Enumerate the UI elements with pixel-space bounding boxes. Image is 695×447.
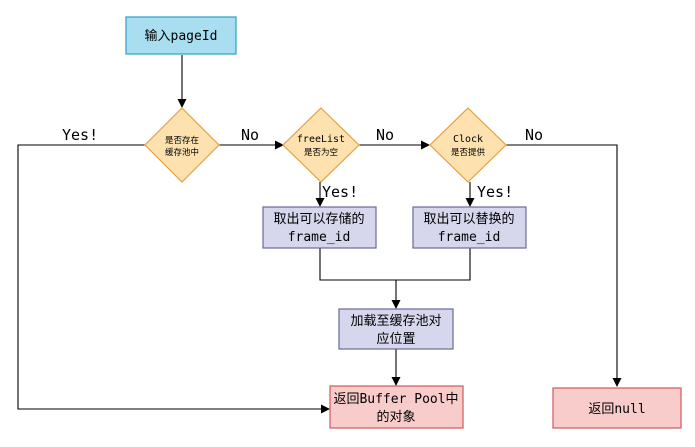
- label-no-pool: No: [241, 126, 259, 144]
- end-return-object-line2: 的对象: [376, 409, 415, 425]
- process-load: [338, 308, 454, 350]
- decision-clock: [429, 107, 507, 183]
- process-load-line1: 加载至缓存池对: [350, 314, 441, 329]
- edge-pool-yes-to-return-obj: [17, 144, 330, 414]
- process-take-replace: [412, 206, 527, 249]
- decision-clock-line1: Clock: [453, 134, 483, 145]
- end-return-object: [329, 385, 464, 429]
- decision-free-list-line2: 是否为空: [304, 147, 338, 158]
- decision-in-pool: [144, 107, 220, 183]
- process-take-replace-line1: 取出可以替换的: [423, 211, 514, 227]
- edge-take-free-merge: [319, 248, 471, 281]
- decision-free-list: [282, 107, 360, 183]
- label-yes-pool: Yes!: [62, 126, 98, 144]
- process-take-free-line1: 取出可以存储的: [273, 211, 364, 227]
- start-node: [125, 16, 237, 55]
- end-return-object-line1: 返回Buffer Pool中: [333, 392, 458, 407]
- label-no-clock: No: [525, 126, 543, 144]
- end-return-null: [552, 387, 682, 429]
- decision-clock-line2: 是否提供: [451, 147, 486, 158]
- label-yes-freelist: Yes!: [322, 183, 358, 201]
- process-take-replace-line2: frame_id: [438, 230, 501, 245]
- decision-free-list-line1: freeList: [297, 134, 345, 145]
- process-take-free-line2: frame_id: [288, 230, 351, 245]
- edge-clock-no-to-null: [506, 144, 622, 387]
- process-load-line2: 应位置: [376, 331, 415, 347]
- label-yes-clock: Yes!: [477, 183, 513, 201]
- decision-in-pool-line2: 缓存池中: [165, 147, 199, 158]
- process-take-free: [262, 206, 377, 249]
- start-node-label: 输入pageId: [145, 28, 218, 44]
- decision-in-pool-line1: 是否存在: [165, 135, 199, 146]
- label-no-freelist: No: [376, 126, 394, 144]
- end-return-null-label: 返回null: [588, 402, 645, 417]
